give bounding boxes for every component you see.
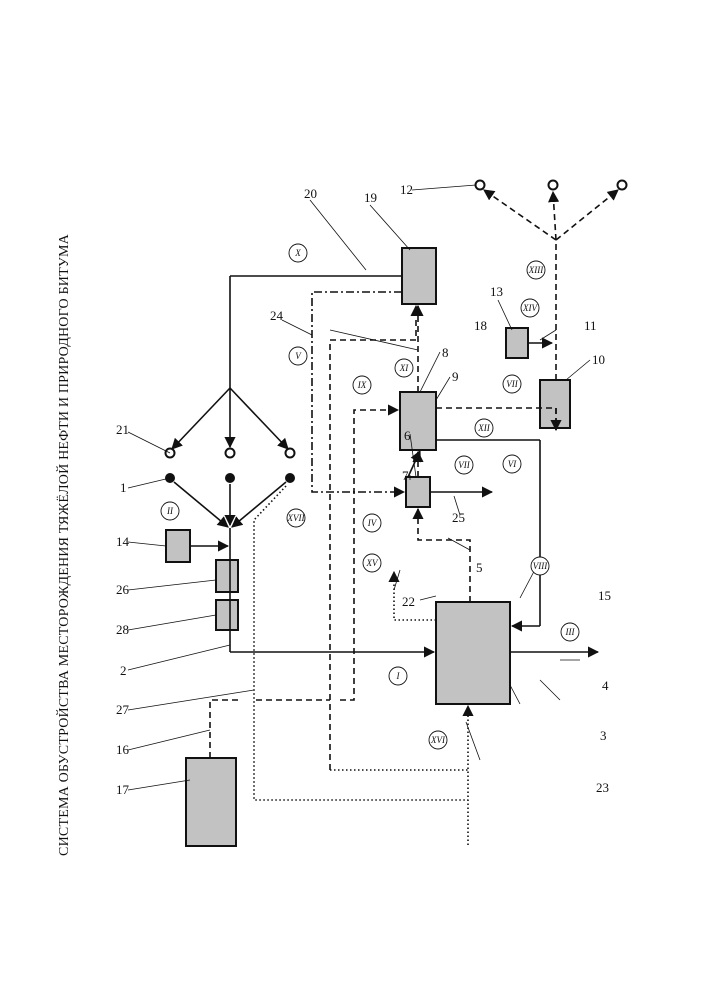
flow-label-X: X (289, 244, 307, 262)
block-14 (166, 530, 190, 562)
well-dot-2 (225, 473, 235, 483)
svg-text:XV: XV (366, 558, 379, 568)
label-15: 15 (598, 588, 611, 603)
flow-label-XV: XV (363, 554, 381, 572)
label-10: 10 (592, 352, 605, 367)
label-11: 11 (584, 318, 597, 333)
svg-text:XVII: XVII (287, 513, 306, 523)
svg-text:VIII: VIII (533, 561, 548, 571)
svg-text:II: II (166, 506, 174, 516)
block-13 (506, 328, 528, 358)
flow-label-VIII: VIII (531, 557, 549, 575)
svg-text:XIV: XIV (522, 303, 538, 313)
label-14: 14 (116, 534, 130, 549)
flow-label-VII-a: VII (455, 456, 473, 474)
label-17: 17 (116, 782, 130, 797)
diagram-title: СИСТЕМА ОБУСТРОЙСТВА МЕСТОРОЖДЕНИЯ ТЯЖЁЛ… (55, 233, 72, 856)
label-28: 28 (116, 622, 129, 637)
block-26 (216, 560, 238, 592)
block-3 (436, 602, 510, 704)
flow-label-XI: XI (395, 359, 413, 377)
flow-label-XVI: XVI (429, 731, 447, 749)
label-13: 13 (490, 284, 503, 299)
label-24: 24 (270, 308, 284, 323)
output-point-1 (476, 181, 485, 190)
flow-label-IV: IV (363, 514, 381, 532)
label-23: 23 (596, 780, 609, 795)
block-17 (186, 758, 236, 846)
label-20: 20 (304, 186, 317, 201)
flow-label-VII-b: VII (503, 375, 521, 393)
injection-well-2 (226, 449, 235, 458)
block-19 (402, 248, 436, 304)
svg-text:XI: XI (399, 363, 409, 373)
label-3: 3 (600, 728, 607, 743)
svg-text:X: X (294, 248, 301, 258)
flow-label-XIII: XIII (527, 261, 545, 279)
well-dot-3 (285, 473, 295, 483)
label-26: 26 (116, 582, 130, 597)
label-12: 12 (400, 182, 413, 197)
svg-text:XIII: XIII (528, 265, 544, 275)
label-8: 8 (442, 345, 449, 360)
flow-label-II: II (161, 502, 179, 520)
flow-label-XIV: XIV (521, 299, 539, 317)
label-5: 5 (476, 560, 483, 575)
label-6: 6 (404, 428, 411, 443)
output-point-3 (618, 181, 627, 190)
label-9: 9 (452, 369, 459, 384)
label-7: 7 (402, 468, 409, 483)
label-19: 19 (364, 190, 377, 205)
injection-well-3 (286, 449, 295, 458)
output-point-2 (549, 181, 558, 190)
svg-text:XVI: XVI (430, 735, 446, 745)
svg-text:VII: VII (506, 379, 518, 389)
svg-text:XII: XII (477, 423, 490, 433)
label-27: 27 (116, 702, 130, 717)
label-2: 2 (120, 663, 127, 678)
label-22: 22 (402, 594, 415, 609)
label-25: 25 (452, 510, 465, 525)
flow-label-V: V (289, 347, 307, 365)
block-28 (216, 600, 238, 630)
label-4: 4 (602, 678, 609, 693)
flow-label-XVII: XVII (287, 509, 306, 527)
label-18: 18 (474, 318, 487, 333)
flow-label-III: III (561, 623, 579, 641)
label-16: 16 (116, 742, 130, 757)
svg-text:III: III (565, 627, 576, 637)
label-21: 21 (116, 422, 129, 437)
svg-text:VII: VII (458, 460, 470, 470)
flow-label-I: I (389, 667, 407, 685)
block-7 (406, 477, 430, 507)
label-1: 1 (120, 480, 127, 495)
svg-text:IV: IV (367, 518, 378, 528)
flow-label-VI: VI (503, 455, 521, 473)
block-10 (540, 380, 570, 428)
flow-label-IX: IX (353, 376, 371, 394)
svg-text:IX: IX (357, 380, 367, 390)
svg-text:VI: VI (508, 459, 517, 469)
flow-label-XII: XII (475, 419, 493, 437)
